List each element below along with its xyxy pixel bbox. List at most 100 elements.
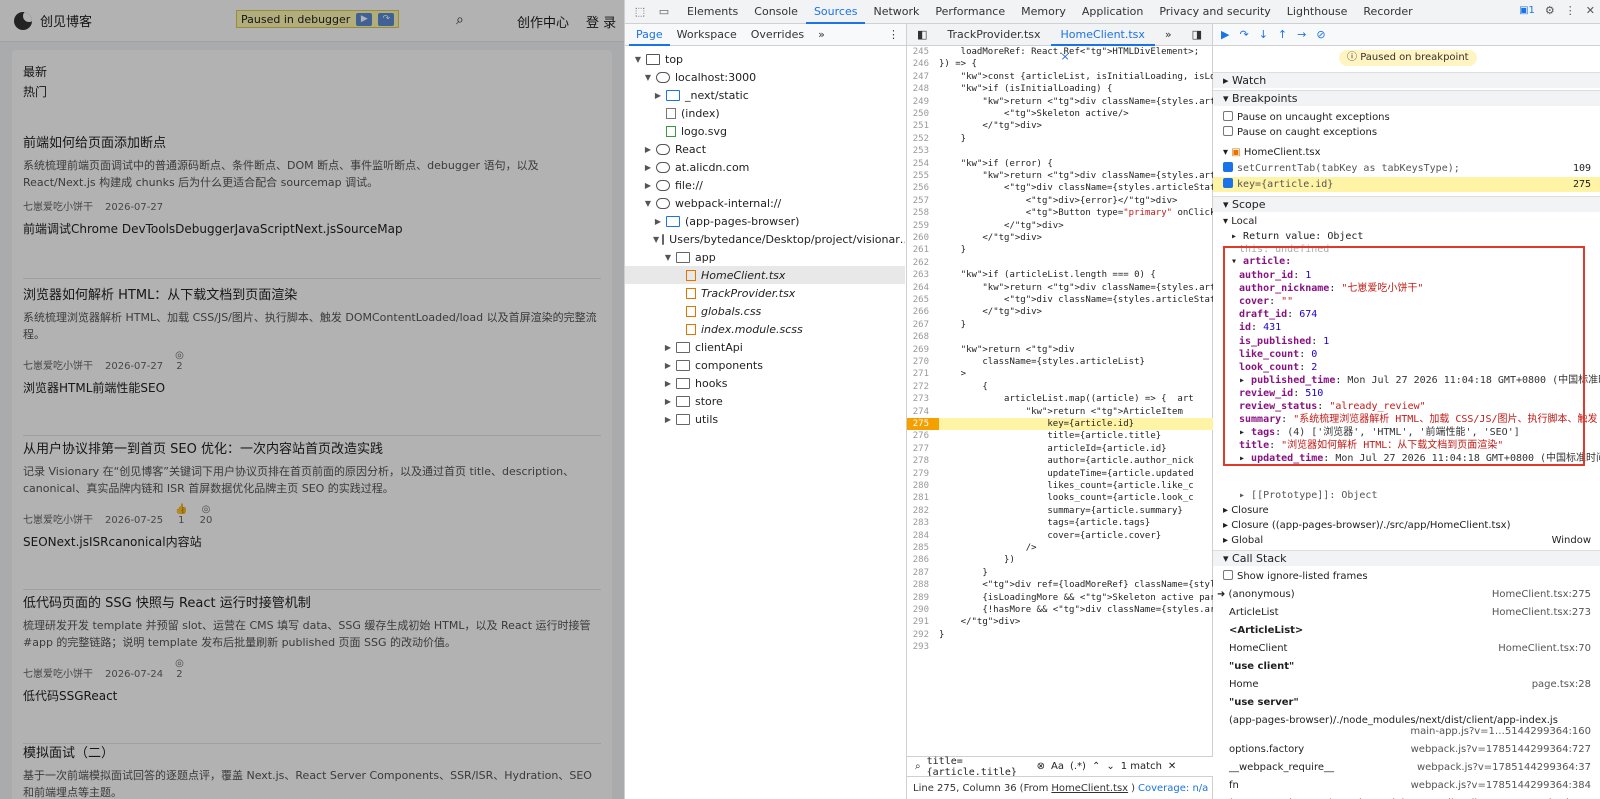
code-line[interactable]: 276 title={article.title} <box>912 431 1162 442</box>
article-item[interactable]: 浏览器如何解析 HTML：从下载文档到页面渲染 系统梳理浏览器解析 HTML、加… <box>23 286 601 436</box>
chevron-right-icon[interactable]: ▶ <box>664 378 672 388</box>
tree-item[interactable]: ▶file:// <box>625 176 905 194</box>
code-line[interactable]: 252 } <box>912 133 967 144</box>
chevron-right-icon[interactable]: ▶ <box>654 216 662 226</box>
article-item[interactable]: 从用户协议排第一到首页 SEO 优化：一次内容站首页改造实践 记录 Vision… <box>23 440 601 590</box>
tree-item[interactable]: HomeClient.tsx <box>625 266 905 284</box>
scope-field[interactable]: look_count: 2 <box>1213 360 1600 375</box>
next-match-icon[interactable]: ⌄ <box>1106 761 1115 772</box>
code-line[interactable]: 291 </"tg">div> <box>912 617 1021 628</box>
tree-item[interactable]: ▶React <box>625 140 905 158</box>
code-line[interactable]: 246}) => { <box>912 59 977 70</box>
code-line[interactable]: 247 "kw">const {articleList, isInitialLo… <box>912 71 1213 82</box>
breakpoint-item[interactable]: setCurrentTab(tabKey as tabKeysType);109 <box>1213 161 1600 176</box>
code-line[interactable]: 286 }) <box>912 555 1015 566</box>
call-stack-frame[interactable]: (app-pages-browser)/./node_modules/next/… <box>1213 712 1600 730</box>
chevron-right-icon[interactable]: ▶ <box>664 396 672 406</box>
scope-field[interactable]: cover: "" <box>1213 294 1600 309</box>
call-stack-location[interactable]: webpack.js?v=1785144299364:37 <box>1416 762 1591 773</box>
tab-recorder[interactable]: Recorder <box>1363 4 1413 18</box>
code-line[interactable]: 269 "kw">return <"tg">div <box>912 344 1075 355</box>
scope-field[interactable]: ▸ updated_time: Mon Jul 27 2026 11:04:18… <box>1213 451 1600 466</box>
toggle-navigator-icon[interactable]: ◧ <box>917 27 928 41</box>
code-line[interactable]: 271 > <box>912 369 967 380</box>
tree-item[interactable]: ▶store <box>625 392 905 410</box>
pause-uncaught-option[interactable]: Pause on uncaught exceptions <box>1213 110 1600 125</box>
call-stack-location[interactable]: page.tsx:28 <box>1531 679 1591 690</box>
tab-performance[interactable]: Performance <box>935 4 1006 18</box>
code-line[interactable]: 265 <"tg">div className={styles.articleS… <box>912 295 1213 305</box>
code-line-breakpoint[interactable]: 275 key={article.id} <box>907 418 1213 430</box>
call-stack-location[interactable]: main-app.js?v=1…5144299364:160 <box>1410 726 1591 737</box>
code-line[interactable]: 279 updateTime={article.updated <box>912 468 1194 479</box>
code-line[interactable]: 270 className={styles.articleList} <box>912 357 1145 367</box>
section-scope[interactable]: ▾ Scope <box>1213 196 1600 212</box>
tree-item[interactable]: ▼localhost:3000 <box>625 68 905 86</box>
code-line[interactable]: 258 <"tg">Button type="primary" onClick= <box>912 208 1213 219</box>
match-case-icon[interactable]: Aa <box>1051 761 1064 772</box>
scope-field[interactable]: author_nickname: "七崽爱吃小饼干" <box>1213 281 1600 296</box>
code-line[interactable]: 290 {!hasMore && <"tg">div className={st… <box>912 605 1213 615</box>
code-line[interactable]: 248 "kw">if (isInitialLoading) { <box>912 84 1113 95</box>
editor-tab-homeclient[interactable]: HomeClient.tsx × <box>1050 24 1156 63</box>
article-title[interactable]: 从用户协议排第一到首页 SEO 优化：一次内容站首页改造实践 <box>23 442 383 457</box>
scope-article[interactable]: ▾ article: <box>1231 256 1292 267</box>
code-line[interactable]: 254 "kw">if (error) { <box>912 158 1053 169</box>
code-line[interactable]: 287 } <box>912 567 988 578</box>
code-line[interactable]: 250 <"tg">Skeleton active/> <box>912 109 1129 119</box>
source-file-link[interactable]: HomeClient.tsx <box>1051 782 1129 794</box>
more-tabs-icon[interactable]: » <box>1164 27 1172 41</box>
tab-application[interactable]: Application <box>1081 4 1144 18</box>
breakpoint-file[interactable]: ▾ ▣ HomeClient.tsx <box>1223 147 1321 158</box>
chevron-right-icon[interactable]: ▶ <box>664 342 672 352</box>
expand-icon[interactable]: ▸ <box>1239 374 1252 386</box>
tree-item[interactable]: ▼webpack-internal:// <box>625 194 905 212</box>
tree-item[interactable]: ▶components <box>625 356 905 374</box>
tab-overrides[interactable]: Overrides <box>750 27 805 41</box>
scope-field[interactable]: title: "浏览器如何解析 HTML：从下载文档到页面渲染" <box>1213 438 1600 453</box>
chevron-right-icon[interactable]: ▶ <box>644 144 652 154</box>
article-item[interactable]: 模拟面试（二） 基于一次前端模拟面试回答的逐题点评，覆盖 Next.js、Rea… <box>23 744 601 799</box>
scope-field[interactable]: ▸ published_time: Mon Jul 27 2026 11:04:… <box>1213 373 1600 388</box>
step-icon[interactable]: → <box>1297 28 1307 41</box>
code-line[interactable]: 289 {isLoadingMore && <"tg">Skeleton act… <box>912 592 1213 603</box>
scope-prototype[interactable]: ▸ [[Prototype]]: Object <box>1239 490 1378 501</box>
coverage-status[interactable]: Coverage: n/a <box>1137 782 1209 794</box>
tree-item[interactable]: ▶(app-pages-browser) <box>625 212 905 230</box>
scope-field[interactable]: review_status: "already_review" <box>1213 399 1600 414</box>
article-title[interactable]: 低代码页面的 SSG 快照与 React 运行时接管机制 <box>23 596 311 611</box>
article-title[interactable]: 前端如何给页面添加断点 <box>23 136 167 151</box>
breakpoint-item-active[interactable]: key={article.id}275 <box>1213 177 1600 192</box>
scope-field[interactable]: is_published: 1 <box>1213 334 1600 349</box>
find-input[interactable]: title={article.title} <box>926 755 1017 778</box>
tree-item[interactable]: TrackProvider.tsx <box>625 284 905 302</box>
show-ignore-listed-option[interactable]: Show ignore-listed frames <box>1213 569 1600 584</box>
tab-hot[interactable]: 热门 <box>23 85 48 99</box>
code-line[interactable]: 264 "kw">return <"tg">div className={sty… <box>912 282 1213 293</box>
article-title[interactable]: 浏览器如何解析 HTML：从下载文档到页面渲染 <box>23 288 298 303</box>
expand-icon[interactable]: ▸ <box>1239 453 1252 465</box>
site-logo[interactable]: 创见博客 <box>14 11 92 30</box>
tree-item[interactable]: ▼app <box>625 248 905 266</box>
tree-item[interactable]: globals.css <box>625 302 905 320</box>
chevron-down-icon[interactable]: ▼ <box>644 72 652 82</box>
tree-item[interactable]: ▼Users/bytedance/Desktop/project/visiona… <box>625 230 905 248</box>
call-stack-location[interactable]: webpack.js?v=1785144299364:727 <box>1410 744 1591 755</box>
step-over-icon[interactable]: ↷ <box>1239 28 1249 41</box>
code-line[interactable]: 263 "kw">if (articleList.length === 0) { <box>912 270 1156 281</box>
close-icon[interactable]: × <box>1060 49 1070 63</box>
code-line[interactable]: 261 } <box>912 245 967 256</box>
chevron-down-icon[interactable]: ▼ <box>644 198 652 208</box>
call-stack-location[interactable]: webpack.js?v=1785144299364:384 <box>1410 780 1591 791</box>
more-tabs-icon[interactable]: » <box>818 27 825 41</box>
code-line[interactable]: 273 articleList.map((article) => { art <box>912 394 1194 405</box>
call-stack-frame[interactable]: main-app.js?v=1…5144299364:160 <box>1213 723 1600 741</box>
code-line[interactable]: 267 } <box>912 319 967 330</box>
toggle-debugger-icon[interactable]: ◨ <box>1191 27 1203 41</box>
code-line[interactable]: 277 articleId={article.id} <box>912 443 1167 454</box>
code-line[interactable]: 293 <box>912 642 929 653</box>
tree-item[interactable]: ▶_next/static <box>625 86 905 104</box>
close-icon[interactable]: ✕ <box>1167 761 1177 772</box>
chevron-down-icon[interactable]: ▼ <box>653 234 660 244</box>
